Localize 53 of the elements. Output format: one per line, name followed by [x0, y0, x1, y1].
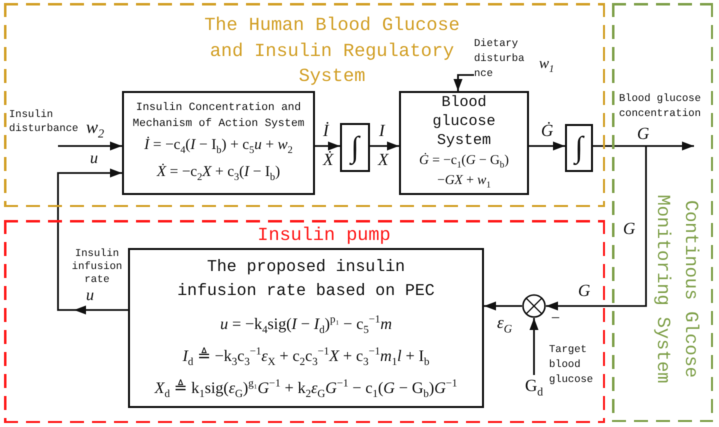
- dashed-group-box: [612, 3, 713, 422]
- process-box: [122, 91, 315, 195]
- arrow: [529, 142, 565, 150]
- signal-label: X: [378, 150, 388, 170]
- signal-label: ε$_{G}$: [497, 313, 512, 333]
- sign-label: −: [551, 311, 560, 327]
- integrator-box: [565, 124, 593, 172]
- annotation-text: Target blood glucose: [549, 343, 594, 388]
- arrow: [530, 318, 538, 375]
- box-title: Blood glucose System: [431, 93, 496, 150]
- equation: Ġ = −c$_{1}$(G − G$_{b}$) −GX + w$_{1}$: [418, 151, 510, 190]
- annotation-text: Insulin disturbance: [9, 108, 80, 136]
- box-title: Insulin Concentration and Mechanism of Action System: [132, 101, 306, 132]
- signal-label: u: [90, 150, 98, 168]
- equation: Ẋ = −c$_{2}$X + c$_{3}$(I − I$_{b}$): [156, 162, 280, 185]
- group-title: Continous Glcose Monitoring System: [651, 194, 702, 386]
- signal-label: İ: [323, 121, 329, 141]
- annotation-text: Insulin infusion rate: [70, 248, 124, 287]
- signal-label: w$_{1}$: [539, 55, 554, 73]
- equation: u = −k$_{4}$sig(I − I$_{d}$)$^{p₁}$ − c$_{5}$$^{−1}$m: [220, 312, 392, 338]
- arrow: [57, 168, 128, 311]
- signal-label: G: [637, 124, 650, 144]
- process-box: [399, 91, 529, 195]
- integral-sign: ∫: [574, 131, 584, 165]
- signal-label: Ẋ: [323, 150, 334, 170]
- group-title: The Human Blood Glucose and Insulin Regulatory System: [203, 14, 461, 89]
- equation: İ = −c$_{4}$(I − I$_{b}$) + c$_{5}$u + w$_{2}$: [144, 136, 293, 158]
- signal-label: G: [578, 281, 590, 301]
- arrow: [546, 146, 647, 310]
- arrow: [484, 302, 522, 310]
- arrow: [58, 142, 122, 150]
- annotation-text: Dietary disturba nce: [474, 37, 534, 82]
- equation: X$_{d}$ ≜ k$_{1}$sig(ε$_{G}$)$^{g₁}$G$^{−1}$ + k$_{2}$ε$_{G}$G$^{−1}$ − c$_{1}$(G − G$_{b}$)G$^{−1}$: [154, 376, 458, 402]
- dashed-group-box: [4, 3, 605, 207]
- process-box: [128, 248, 484, 408]
- integrator-box: [340, 123, 370, 172]
- arrow: [370, 142, 399, 150]
- setpoint-label: G$_{d}$: [523, 375, 545, 397]
- summing-junction: [522, 294, 546, 318]
- signal-label: I: [379, 121, 385, 141]
- box-title: The proposed insulin infusion rate based on PEC: [176, 256, 436, 302]
- equation: I$_{d}$ ≜ −k$_{3}$c$_{3}$$^{−1}$ε$_{X}$ + c$_{2}$c$_{3}$$^{−1}$X + c$_{3}$$^{−1}$m$_{1}$l + I$_{b}$: [182, 344, 430, 370]
- arrow: [315, 142, 340, 150]
- signal-label: u: [86, 288, 94, 304]
- signal-label: w$_{2}$: [86, 117, 104, 137]
- signal-label: G: [623, 219, 636, 239]
- group-title: Insulin pump: [256, 224, 392, 248]
- signal-label: Ġ: [541, 121, 554, 141]
- dashed-group-box: [4, 220, 605, 423]
- integral-sign: ∫: [350, 130, 360, 164]
- arrow: [593, 142, 694, 150]
- arrow: [454, 74, 474, 91]
- annotation-text: Blood glucose concentration: [619, 92, 702, 122]
